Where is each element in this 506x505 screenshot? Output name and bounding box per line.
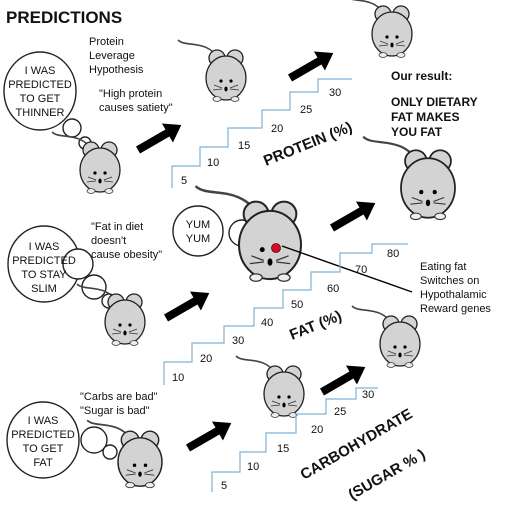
fat-tick: 80 xyxy=(387,248,399,260)
fat-tick: 40 xyxy=(261,317,273,329)
fat-quote-line: "Fat in diet xyxy=(91,221,143,233)
hypothesis-quote: causes satiety" xyxy=(99,102,173,114)
hypothesis-line: Hypothesis xyxy=(89,64,144,76)
fat-axis-title: FAT (%) xyxy=(287,307,344,343)
result-label: Our result: xyxy=(391,69,452,83)
mouse-fat-end xyxy=(362,135,457,221)
arrow-icon xyxy=(182,413,237,458)
carb-tick-labels: 5 10 15 20 25 30 xyxy=(221,389,374,492)
bubble-line: FAT xyxy=(33,457,53,469)
protein-tick: 15 xyxy=(238,140,250,152)
fat-tick: 70 xyxy=(355,264,367,276)
mouse-protein-mid xyxy=(177,39,247,103)
fat-tick: 10 xyxy=(172,372,184,384)
bubble-line: YUM xyxy=(186,219,210,231)
carb-tick: 25 xyxy=(334,406,346,418)
mouse-carb-end xyxy=(351,305,421,369)
carb-quote-line: "Sugar is bad" xyxy=(80,405,150,417)
fat-quote-line: doesn't xyxy=(91,235,126,247)
mouse-carb-mid xyxy=(235,355,305,419)
fat-tick: 30 xyxy=(232,335,244,347)
protein-tick: 25 xyxy=(300,104,312,116)
predictions-heading: PREDICTIONS xyxy=(6,8,122,27)
mouse-protein-end xyxy=(343,0,413,59)
thought-bubble-fat: I WAS PREDICTED TO GET FAT xyxy=(6,401,118,479)
fat-tick: 50 xyxy=(291,299,303,311)
bubble-line: PREDICTED xyxy=(8,79,72,91)
result-text: Our result: ONLY DIETARY FAT MAKES YOU F… xyxy=(391,69,478,139)
bubble-line: THINNER xyxy=(16,107,65,119)
bubble-line: TO GET xyxy=(23,443,64,455)
fat-tick: 60 xyxy=(327,283,339,295)
protein-tick: 20 xyxy=(271,123,283,135)
reward-note-line: Hypothalamic xyxy=(420,289,487,301)
result-line: YOU FAT xyxy=(391,125,443,139)
bubble-line: PREDICTED xyxy=(12,255,76,267)
reward-note-line: Switches on xyxy=(420,275,479,287)
carb-tick: 10 xyxy=(247,461,259,473)
protein-tick: 30 xyxy=(329,87,341,99)
arrow-icon xyxy=(326,193,381,238)
bubble-line: I WAS xyxy=(25,65,56,77)
arrow-icon xyxy=(160,283,215,328)
reward-genes-note: Eating fat Switches on Hypothalamic Rewa… xyxy=(420,261,491,315)
fat-tick-labels: 10 20 30 40 50 60 70 80 xyxy=(172,248,399,384)
arrow-icon xyxy=(284,43,339,88)
bubble-line: YUM xyxy=(186,233,210,245)
fat-quote: "Fat in diet doesn't cause obesity" xyxy=(91,221,162,261)
bubble-line: SLIM xyxy=(31,283,57,295)
protein-tick: 10 xyxy=(207,157,219,169)
carb-quote: "Carbs are bad" "Sugar is bad" xyxy=(80,391,158,417)
pointer-line xyxy=(281,245,413,293)
hypothesis-quote: "High protein xyxy=(99,88,162,100)
reward-gene-spot xyxy=(271,243,281,253)
hypothesis-line: Protein xyxy=(89,36,124,48)
bubble-line: PREDICTED xyxy=(11,429,75,441)
carb-tick: 15 xyxy=(277,443,289,455)
bubble-line: I WAS xyxy=(28,415,59,427)
fat-tick: 20 xyxy=(200,353,212,365)
thought-bubble-thinner: I WAS PREDICTED TO GET THINNER xyxy=(3,51,92,150)
protein-leverage-hypothesis: Protein Leverage Hypothesis "High protei… xyxy=(89,36,173,114)
carb-staircase xyxy=(211,387,378,492)
fat-quote-line: cause obesity" xyxy=(91,249,162,261)
protein-tick-labels: 5 10 15 20 25 30 xyxy=(181,87,341,187)
hypothesis-line: Leverage xyxy=(89,50,135,62)
thought-bubble-slim: I WAS PREDICTED TO STAY SLIM xyxy=(7,225,117,309)
carb-axis-subtitle: (SUGAR % ) xyxy=(346,446,429,504)
carb-quote-line: "Carbs are bad" xyxy=(80,391,158,403)
protein-tick: 5 xyxy=(181,175,187,187)
bubble-line: I WAS xyxy=(29,241,60,253)
bubble-line: TO STAY xyxy=(21,269,67,281)
carb-tick: 30 xyxy=(362,389,374,401)
carb-tick: 5 xyxy=(221,480,227,492)
reward-note-line: Eating fat xyxy=(420,261,466,273)
result-line: FAT MAKES xyxy=(391,110,459,124)
bubble-line: TO GET xyxy=(20,93,61,105)
result-line: ONLY DIETARY xyxy=(391,95,478,109)
reward-note-line: Reward genes xyxy=(420,303,491,315)
carb-tick: 20 xyxy=(311,424,323,436)
protein-staircase xyxy=(171,78,352,188)
arrow-icon xyxy=(132,115,187,160)
fat-staircase xyxy=(163,243,408,385)
